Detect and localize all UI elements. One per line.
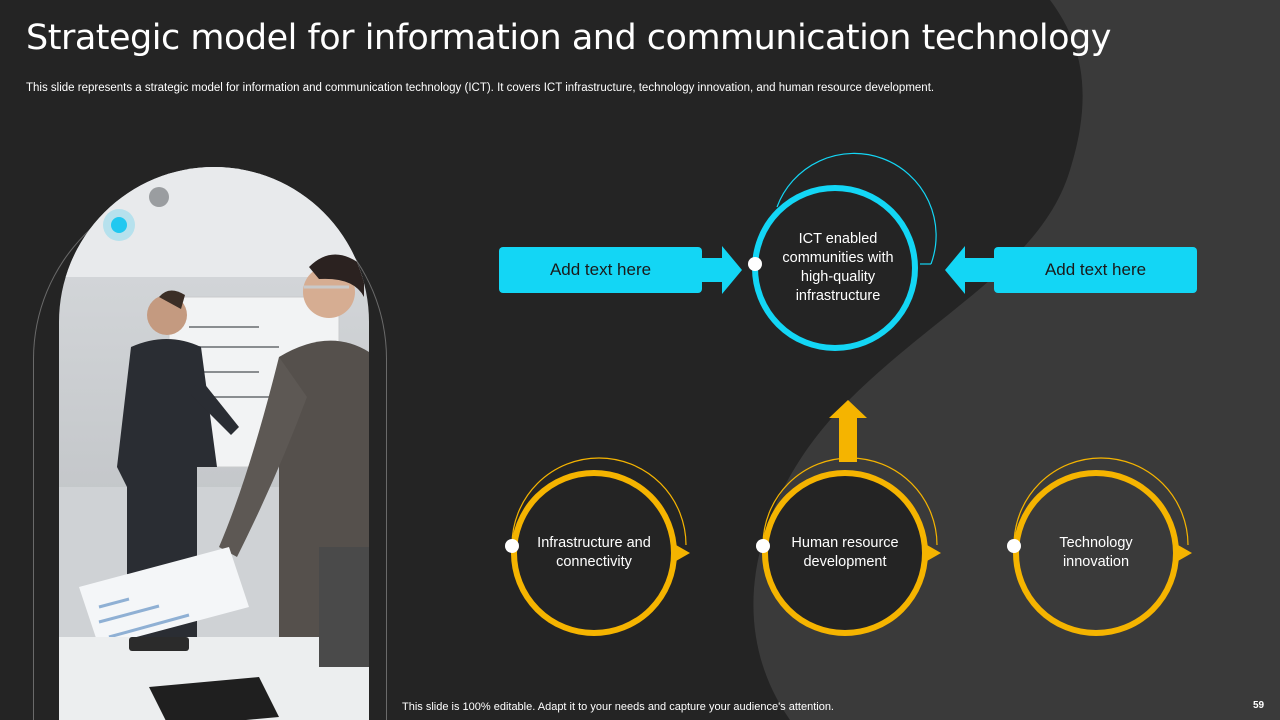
up-arrow-icon xyxy=(829,400,867,462)
page-title: Strategic model for information and comm… xyxy=(26,18,1111,58)
bottom-node-3-graphic xyxy=(1007,457,1192,636)
bottom-node-2-graphic xyxy=(756,457,941,636)
center-node-connector-dot xyxy=(748,257,762,271)
left-arrow-icon xyxy=(700,246,742,294)
page-number: 59 xyxy=(1253,700,1265,711)
center-node-outer-arc xyxy=(776,152,937,265)
footer-note: This slide is 100% editable. Adapt it to… xyxy=(402,701,834,713)
bottom-node-1-label: Infrastructure and connectivity xyxy=(537,535,651,570)
center-node-label: ICT enabled communities with high-qualit… xyxy=(782,231,894,304)
right-arrow-icon xyxy=(945,246,995,294)
right-text-box[interactable]: Add text here xyxy=(994,247,1197,293)
page-subtitle: This slide represents a strategic model … xyxy=(26,82,935,94)
left-text-box[interactable]: Add text here xyxy=(499,247,702,293)
bottom-node-2-label: Human resource development xyxy=(791,535,899,570)
bottom-node-3-label: Technology innovation xyxy=(1059,535,1133,570)
office-meeting-photo xyxy=(59,167,369,720)
bottom-node-1-graphic xyxy=(505,457,690,636)
